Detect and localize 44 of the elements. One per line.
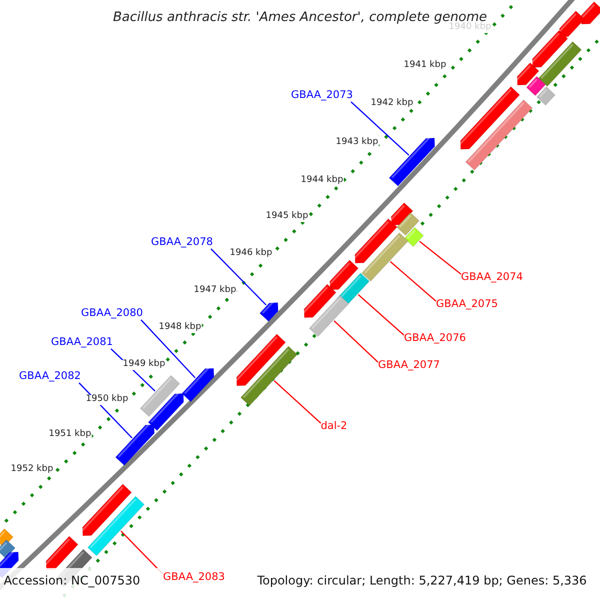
leader-line [390,261,436,302]
gene-segment [361,232,409,282]
gene-label: GBAA_2078 [151,237,213,249]
gene-label: GBAA_2076 [404,333,466,345]
scale-label: 1950 kbp [84,395,130,405]
gene-segment [115,422,155,466]
gene-segment [87,496,145,556]
gene-label: GBAA_2077 [378,360,440,372]
gene-label: dal-2 [320,421,348,433]
gene-label: GBAA_2083 [163,572,225,584]
gene-segment [240,346,298,406]
scale-label: 1952 kbp [10,465,54,475]
gene-segment [404,227,424,247]
leader-line [210,248,267,306]
gene-segment [259,300,278,322]
leader-line [358,294,404,336]
footer-text: Accession: NC_007530 [4,574,140,588]
gene-label: GBAA_2082 [19,371,81,383]
scale-label: 1947 kbp [192,286,238,296]
scale-label: 1946 kbp [228,249,274,259]
scale-label: 1949 kbp [122,360,166,370]
scale-label: 1951 kbp [48,430,92,440]
leader-line [334,320,378,363]
leader-line [274,380,322,424]
title: Bacillus anthracis str. 'Ames Ancestor', complete genome [112,10,488,25]
gene-segment [140,375,180,417]
gene-label: GBAA_2075 [436,299,498,311]
leader-line [140,319,196,378]
footer-text: Topology: circular; Length: 5,227,419 bp; Genes: 5,336 [257,574,587,588]
gene-label: GBAA_2080 [81,308,143,320]
scale-label: 1945 kbp [264,212,310,222]
scale-label: 1943 kbp [334,138,380,148]
gene-segment [182,366,214,402]
scale-label: 1941 kbp [402,61,448,71]
gene-label: GBAA_2074 [461,272,523,284]
scale-label: 1948 kbp [158,323,202,333]
scale-label: 1944 kbp [300,176,344,186]
gene-segment [388,136,436,186]
gene-segment [308,295,350,337]
leader-line [350,101,410,156]
scale-label: 1942 kbp [370,99,414,109]
gene-label: GBAA_2073 [291,90,353,102]
leader-line [419,240,462,275]
gene-label: GBAA_2081 [51,337,113,349]
